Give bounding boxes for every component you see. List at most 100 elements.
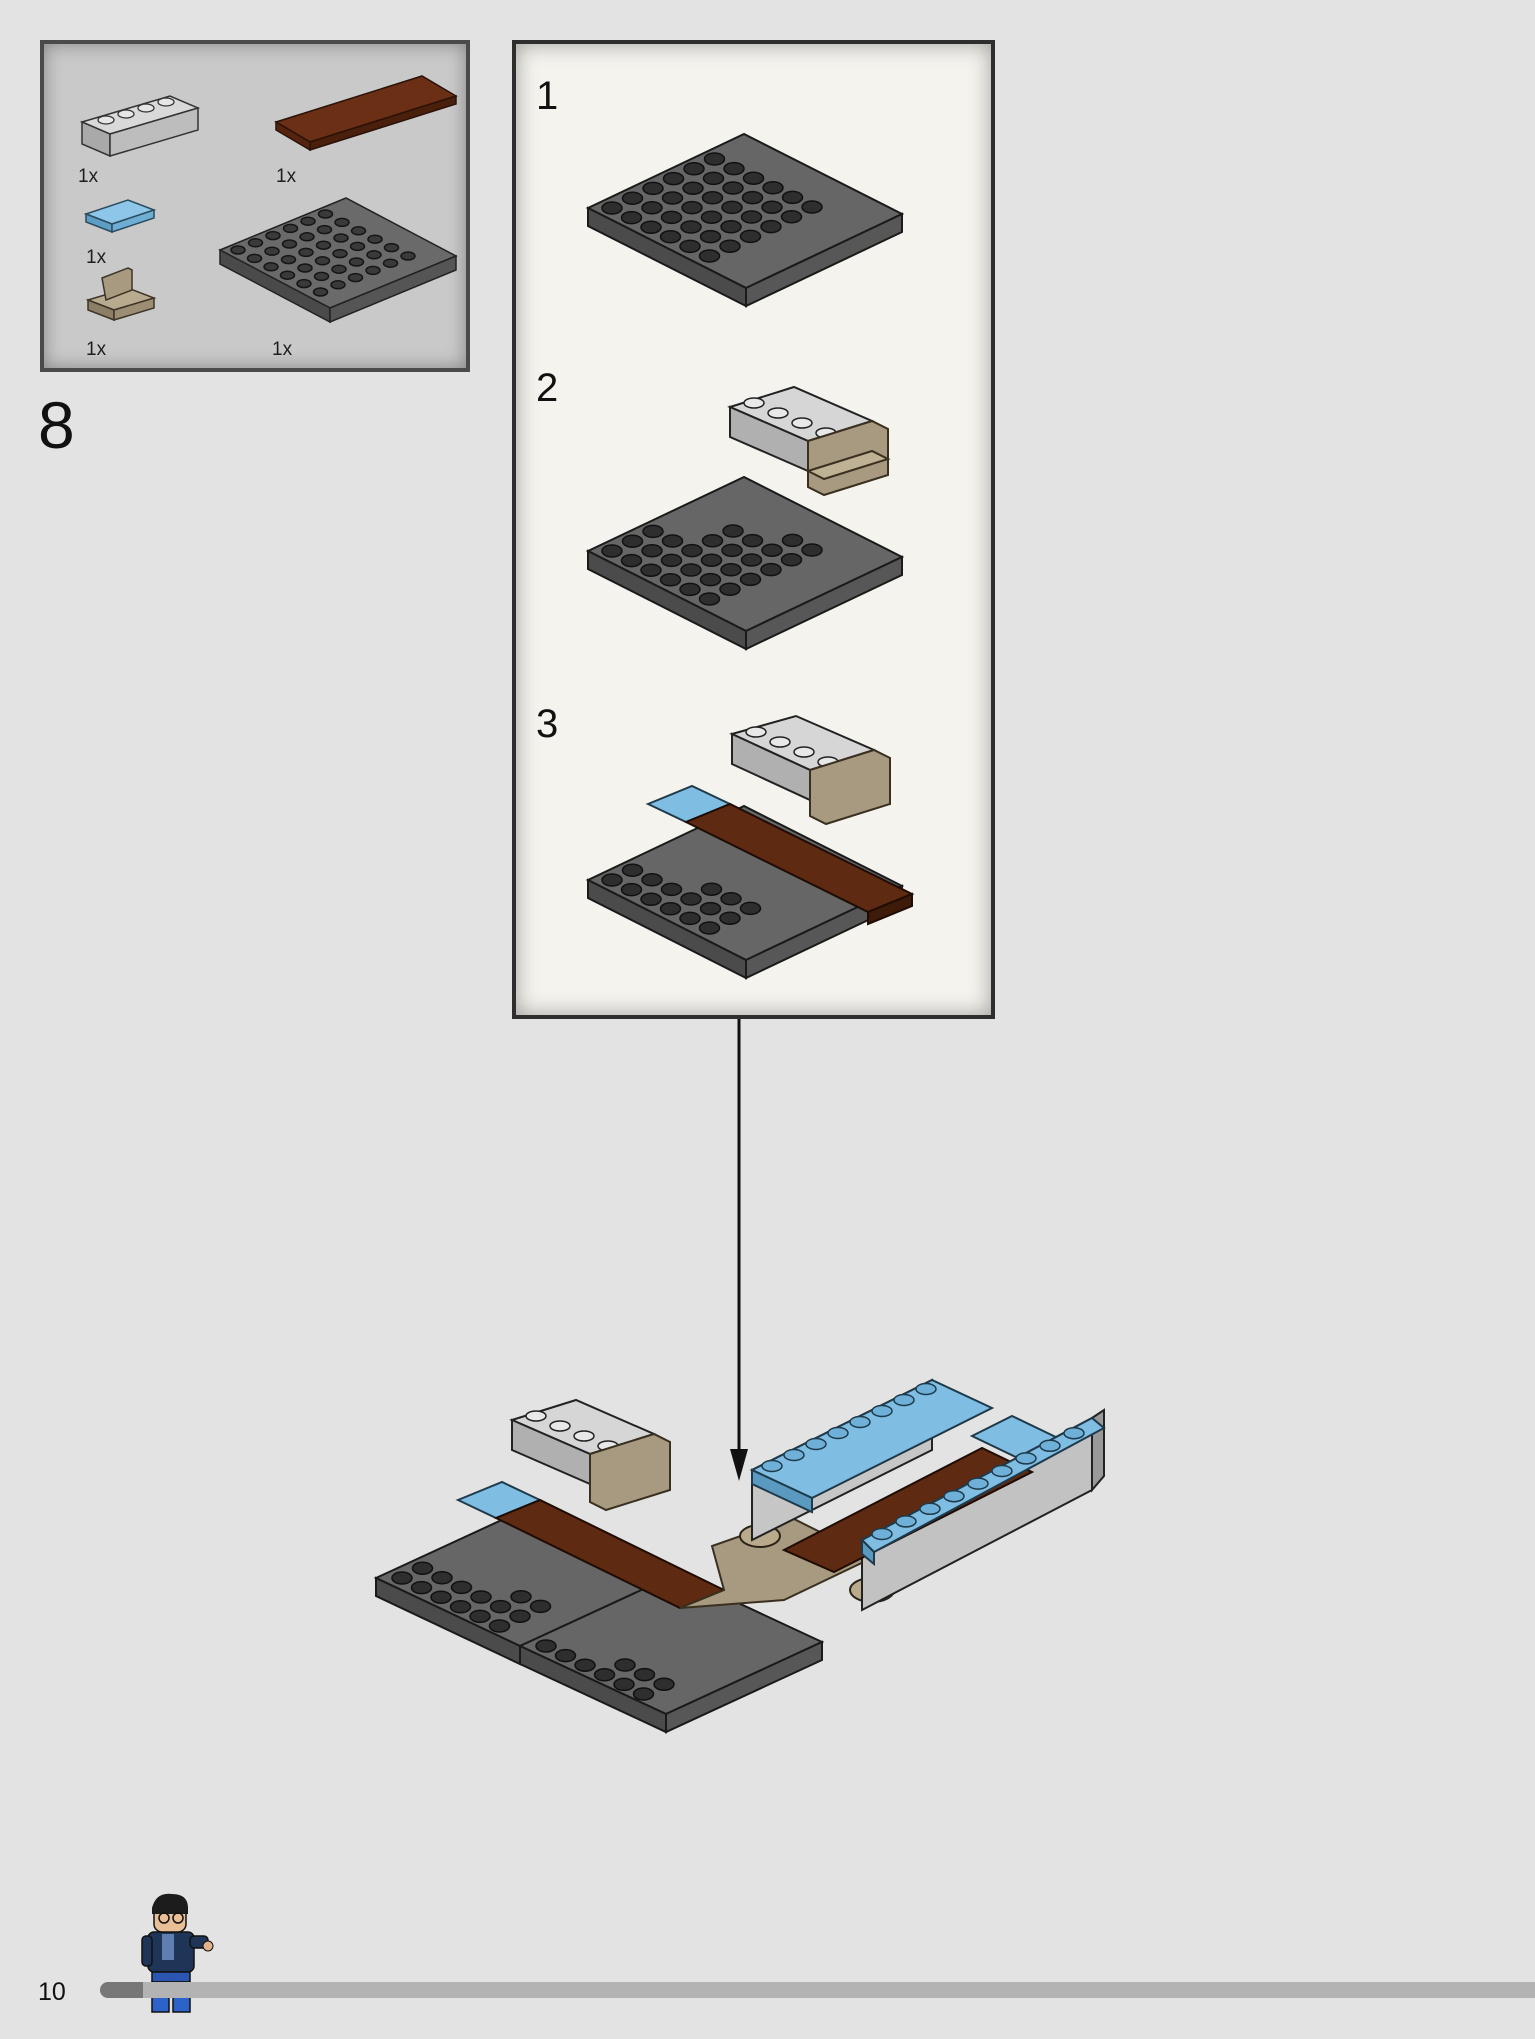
stud: [488, 1619, 511, 1633]
stud: [679, 239, 701, 254]
stud: [679, 911, 701, 926]
stud: [683, 162, 705, 176]
stud: [400, 251, 416, 261]
stud: [720, 563, 742, 577]
substep-number: 3: [536, 702, 559, 746]
stud: [661, 534, 684, 548]
stud: [366, 250, 382, 260]
stud: [331, 264, 347, 274]
stud: [761, 200, 783, 214]
stud: [761, 543, 783, 557]
stud: [919, 1502, 941, 1516]
stud: [315, 240, 332, 250]
stud: [642, 181, 664, 196]
substep-3-assembly-illustration: [585, 714, 915, 980]
stud: [330, 280, 346, 290]
stud: [347, 272, 364, 283]
stud: [719, 582, 741, 596]
stud: [740, 553, 763, 567]
stud: [641, 544, 663, 558]
stud: [721, 200, 743, 215]
stud: [601, 544, 623, 558]
stud: [659, 902, 682, 916]
part-qty: 1x: [86, 339, 107, 360]
stud: [720, 892, 742, 906]
stud: [871, 1404, 893, 1418]
stud: [781, 190, 804, 205]
stud: [701, 534, 724, 548]
stud: [700, 553, 723, 567]
stud: [659, 230, 682, 244]
stud: [297, 263, 313, 273]
stud: [801, 543, 823, 557]
stud: [316, 224, 333, 235]
stud: [382, 258, 399, 268]
stud: [391, 1571, 413, 1585]
stud: [279, 270, 296, 280]
progress-bar-track: [100, 1982, 1535, 1998]
stud: [640, 220, 662, 234]
stud: [620, 210, 643, 225]
stud: [601, 873, 623, 887]
stud: [282, 223, 299, 234]
stud: [783, 1448, 805, 1462]
stud: [700, 882, 723, 896]
stud: [653, 1677, 675, 1691]
stud: [470, 1590, 492, 1604]
stud: [762, 181, 784, 195]
stud: [701, 191, 724, 205]
stud: [641, 873, 663, 887]
stud: [801, 200, 823, 214]
reddish-brown-tile-icon: [274, 75, 458, 152]
stud: [554, 1648, 577, 1663]
stud: [739, 901, 762, 916]
stud: [489, 1599, 512, 1614]
stud: [450, 1580, 473, 1595]
connector-arrow: [730, 1019, 748, 1481]
stud: [365, 265, 381, 276]
part-qty: 1x: [276, 166, 297, 187]
stud: [613, 1677, 635, 1692]
stud: [621, 191, 644, 205]
stud: [298, 247, 314, 258]
stud: [741, 533, 764, 548]
stud: [681, 200, 703, 215]
stud: [702, 171, 725, 186]
stud: [698, 592, 721, 606]
stud: [699, 901, 722, 916]
stud: [632, 1687, 655, 1701]
stud: [719, 911, 741, 925]
stud: [741, 190, 764, 205]
stud: [895, 1515, 917, 1528]
stud: [529, 1599, 552, 1614]
stud: [410, 1580, 433, 1595]
stud: [614, 1658, 636, 1672]
stud: [334, 217, 350, 228]
stud: [247, 238, 264, 248]
stud: [312, 287, 329, 297]
stud: [230, 245, 246, 255]
stud: [601, 201, 623, 215]
stud: [780, 553, 803, 567]
stud: [760, 562, 782, 577]
stud: [263, 262, 279, 272]
stud: [640, 563, 662, 577]
stud: [299, 232, 315, 242]
stud: [621, 534, 644, 548]
stud: [739, 229, 762, 244]
stud: [699, 229, 722, 244]
stud: [699, 572, 722, 587]
stud: [967, 1477, 989, 1490]
stud: [300, 216, 316, 226]
stud: [698, 921, 721, 935]
medium-azure-tile-icon: [83, 199, 157, 234]
stud: [760, 219, 782, 234]
stud: [510, 1590, 532, 1604]
substep-number: 1: [536, 74, 559, 118]
stud: [700, 210, 723, 224]
stud: [1039, 1439, 1061, 1453]
stud: [682, 181, 704, 195]
stud: [681, 543, 703, 558]
stud: [781, 533, 804, 548]
stud: [703, 152, 726, 166]
